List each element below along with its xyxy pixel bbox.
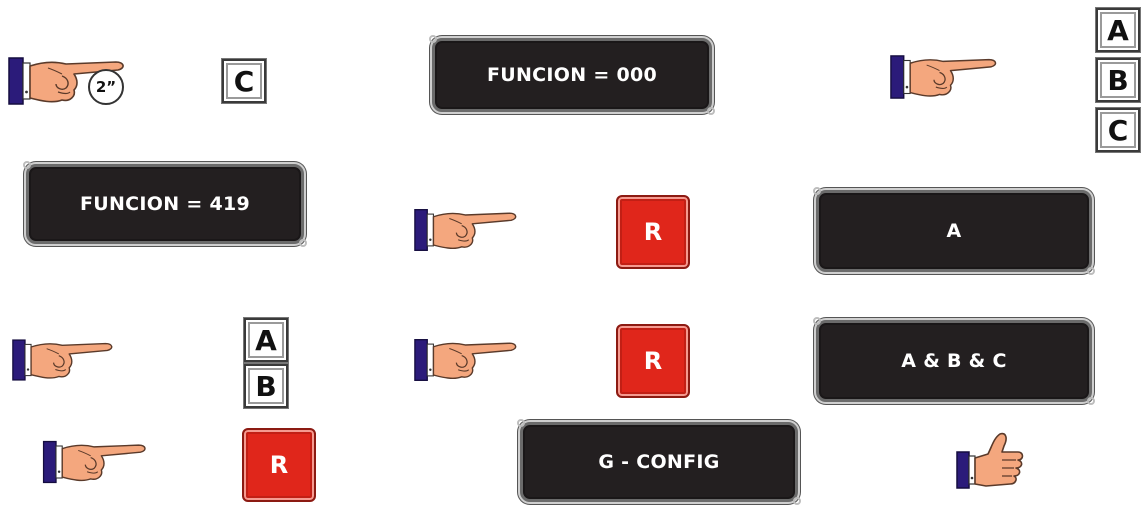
key-a[interactable]: A <box>244 318 288 362</box>
pointing-hand-icon: 2” <box>8 54 128 108</box>
status-display: A & B & C <box>813 317 1095 405</box>
function-display: FUNCION = 419 <box>23 161 307 247</box>
config-display: G - CONFIG <box>517 419 801 505</box>
reset-button[interactable]: R <box>242 428 316 502</box>
pointing-hand-icon <box>414 206 520 254</box>
function-display: FUNCION = 000 <box>429 35 715 115</box>
reset-button[interactable]: R <box>616 195 690 269</box>
key-a[interactable]: A <box>1096 8 1140 52</box>
thumbs-up-icon <box>956 430 1026 494</box>
key-c[interactable]: C <box>1096 108 1140 152</box>
status-display: A <box>813 187 1095 275</box>
hold-duration-badge: 2” <box>88 69 124 105</box>
reset-button[interactable]: R <box>616 324 690 398</box>
pointing-hand-icon <box>12 336 116 384</box>
pointing-hand-icon <box>890 52 1000 102</box>
key-c[interactable]: C <box>222 59 266 103</box>
key-b[interactable]: B <box>1096 58 1140 102</box>
key-b[interactable]: B <box>244 364 288 408</box>
pointing-hand-icon <box>414 336 520 384</box>
pointing-hand-icon <box>42 438 150 486</box>
